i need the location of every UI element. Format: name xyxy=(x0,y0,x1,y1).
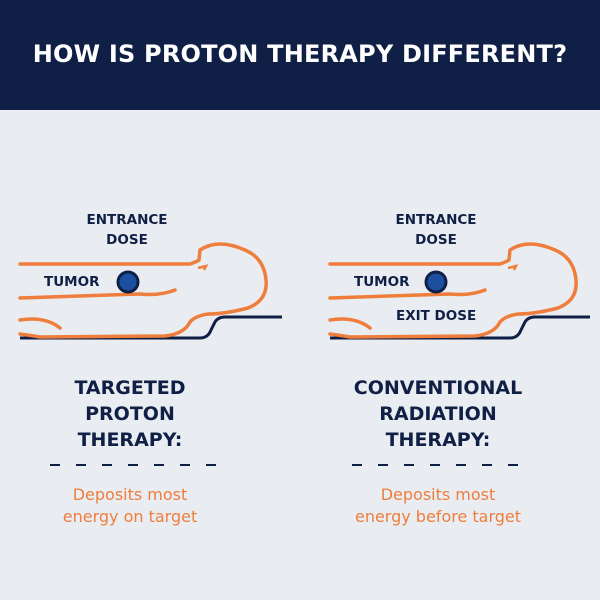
conventional-panel: ENTRANCE DOSE TUMOR EXIT DOSE CONVENTION… xyxy=(300,110,600,600)
entrance-dose-label: ENTRANCE DOSE xyxy=(395,212,477,248)
patient-leg-outline xyxy=(328,317,372,330)
conventional-description: Deposits most energy before target xyxy=(354,485,522,526)
treatment-table xyxy=(20,315,282,340)
patient-face-outline xyxy=(507,264,519,271)
conventional-body-diagram xyxy=(328,242,590,340)
patient-body-outline xyxy=(328,242,578,339)
proton-description: Deposits most energy on target xyxy=(62,485,198,526)
tumor-label: TUMOR xyxy=(44,274,100,290)
treatment-table xyxy=(330,315,590,340)
proton-panel: ENTRANCE DOSE TUMOR TARGETED PROTON THER… xyxy=(0,110,300,600)
proton-body-diagram xyxy=(18,242,282,340)
tumor-marker xyxy=(116,270,140,294)
proton-heading: TARGETED PROTON THERAPY: xyxy=(74,377,186,451)
tumor-label: TUMOR xyxy=(354,274,410,290)
conventional-heading: CONVENTIONAL RADIATION THERAPY: xyxy=(353,377,523,451)
exit-dose-label: EXIT DOSE xyxy=(396,308,477,324)
patient-leg-outline xyxy=(18,317,62,330)
patient-body-outline xyxy=(18,242,268,339)
patient-face-outline xyxy=(197,264,209,271)
dashed-divider xyxy=(352,464,524,466)
patient-arm-outline xyxy=(18,288,177,300)
page-title: HOW IS PROTON THERAPY DIFFERENT? xyxy=(32,40,568,68)
patient-arm-outline xyxy=(328,288,487,300)
header-banner: HOW IS PROTON THERAPY DIFFERENT? xyxy=(0,0,600,110)
dashed-divider xyxy=(50,464,222,466)
entrance-dose-label: ENTRANCE DOSE xyxy=(86,212,168,248)
tumor-marker xyxy=(424,270,448,294)
